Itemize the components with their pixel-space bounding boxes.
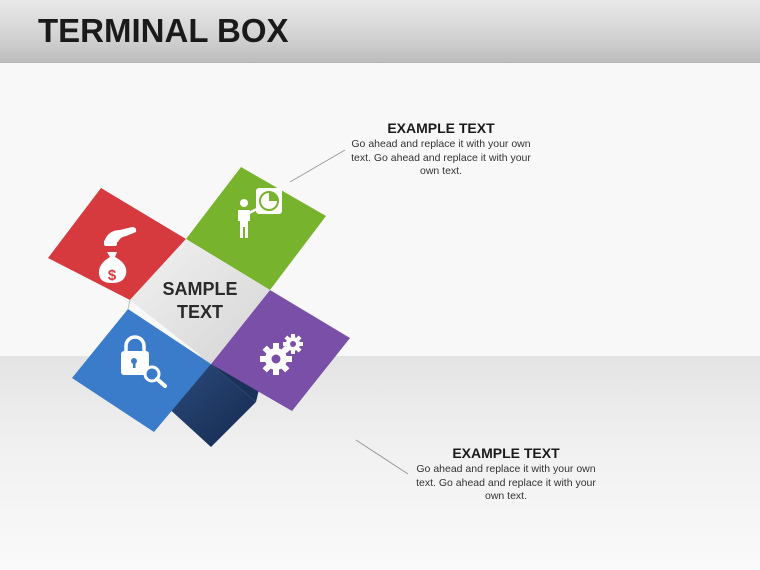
svg-text:$: $ bbox=[108, 267, 117, 284]
center-label-line1: SAMPLE bbox=[162, 279, 238, 299]
box-top-face bbox=[130, 239, 270, 364]
text-block-body: Go ahead and replace it with your own te… bbox=[416, 463, 596, 502]
text-block-body: Go ahead and replace it with your own te… bbox=[351, 138, 531, 177]
connector-line-top bbox=[289, 149, 346, 183]
lock-search-icon bbox=[121, 335, 167, 388]
box-edge-left bbox=[127, 299, 131, 310]
panel-presentation bbox=[186, 167, 326, 290]
center-label: SAMPLE TEXT bbox=[152, 278, 248, 324]
gears-icon bbox=[260, 334, 303, 375]
presenter-icon bbox=[238, 188, 282, 238]
text-block-title: EXAMPLE TEXT bbox=[452, 445, 560, 461]
money-bag-icon: $ bbox=[98, 227, 137, 284]
text-block-title: EXAMPLE TEXT bbox=[387, 120, 495, 136]
center-label-line2: TEXT bbox=[176, 302, 223, 322]
connector-line-bottom bbox=[355, 439, 409, 475]
header-bar: TERMINAL BOX bbox=[0, 0, 760, 63]
text-block-bottom: EXAMPLE TEXT Go ahead and replace it wit… bbox=[415, 445, 597, 504]
page-title: TERMINAL BOX bbox=[38, 12, 289, 49]
text-block-top: EXAMPLE TEXT Go ahead and replace it wit… bbox=[350, 120, 532, 179]
